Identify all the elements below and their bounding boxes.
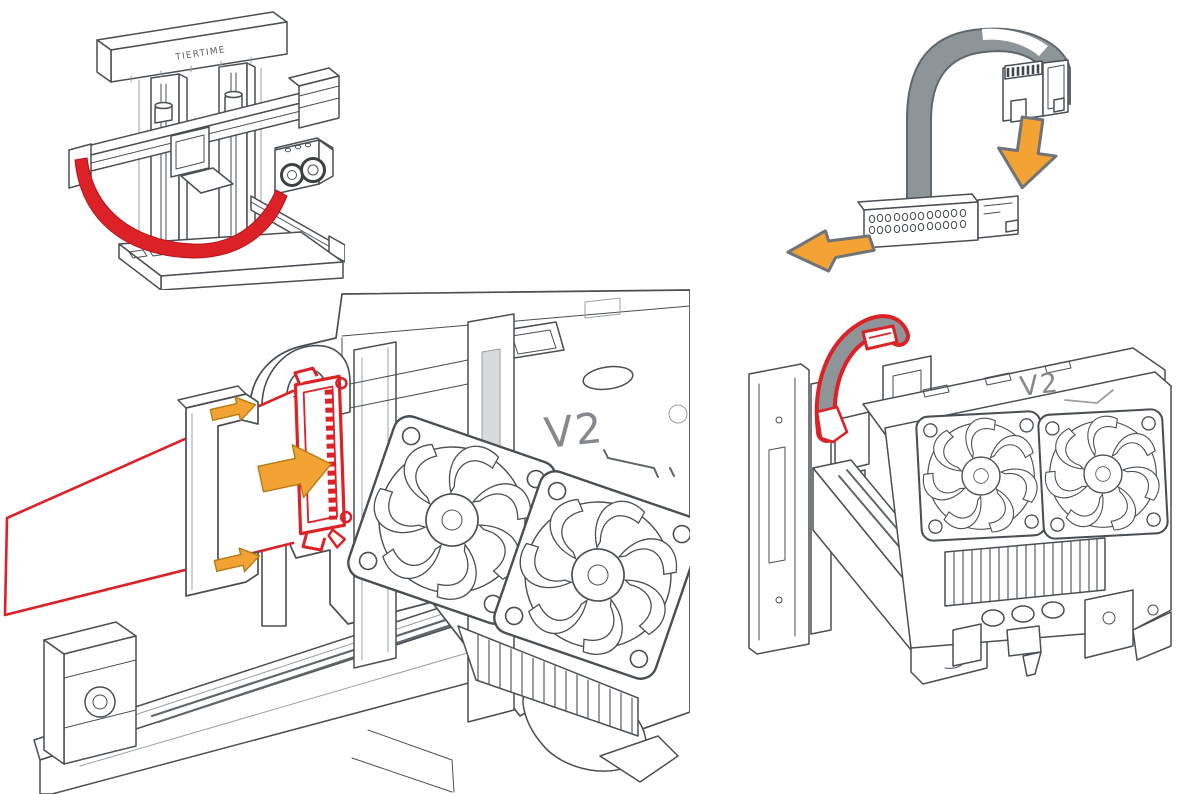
toolhead-small bbox=[274, 137, 334, 195]
cooling-fan-left bbox=[913, 407, 1048, 541]
toolhead-assembled-illustration: V2 bbox=[748, 314, 1172, 685]
panel-cable-installed: V2 bbox=[735, 300, 1185, 704]
printer-frame-illustration: TIERTIME bbox=[68, 11, 345, 290]
ribbon-cable-highlighted bbox=[74, 157, 288, 259]
hotend-assembly bbox=[952, 589, 1172, 677]
panel-cable-and-connectors bbox=[780, 8, 1090, 273]
carriage-block bbox=[170, 126, 234, 194]
ribbon-cable-gray bbox=[906, 27, 1071, 219]
toolhead-insertion-illustration: V2 bbox=[3, 289, 690, 794]
connector-pin-holes bbox=[868, 208, 967, 235]
plate-slot bbox=[481, 348, 501, 452]
top-beam: TIERTIME bbox=[96, 11, 288, 83]
extruder-fan-left bbox=[280, 163, 304, 187]
arrow-down-icon bbox=[997, 115, 1058, 190]
ribbon-cable-routed bbox=[814, 314, 910, 444]
toolhead-marking-v2: V2 bbox=[542, 403, 606, 458]
extruder-fan-right bbox=[300, 157, 326, 183]
marking-dash bbox=[603, 449, 675, 478]
connector-contacts bbox=[324, 389, 338, 520]
ribbon-fold-highlight bbox=[982, 28, 1048, 56]
connector-pins bbox=[1006, 64, 1040, 77]
arrow-right-large-icon bbox=[257, 444, 332, 499]
marking-dash bbox=[1064, 389, 1114, 404]
heatsink bbox=[944, 537, 1106, 607]
connector-bottom bbox=[857, 193, 1019, 249]
panel-cable-insertion-closeup: V2 bbox=[0, 288, 690, 794]
panel-printer-overview: TIERTIME bbox=[55, 0, 345, 290]
arrow-left-icon bbox=[786, 229, 876, 273]
cooling-fan-right bbox=[1035, 405, 1170, 539]
heatsink bbox=[457, 625, 639, 737]
ribbon-cable-flat bbox=[3, 389, 295, 617]
arrow-right-small-top-icon bbox=[209, 396, 257, 422]
ribbon-cable-illustration bbox=[786, 27, 1071, 273]
arrow-right-small-bottom-icon bbox=[213, 547, 261, 573]
toolhead-marking-v2: V2 bbox=[1018, 367, 1061, 403]
connector-top bbox=[1002, 59, 1069, 123]
